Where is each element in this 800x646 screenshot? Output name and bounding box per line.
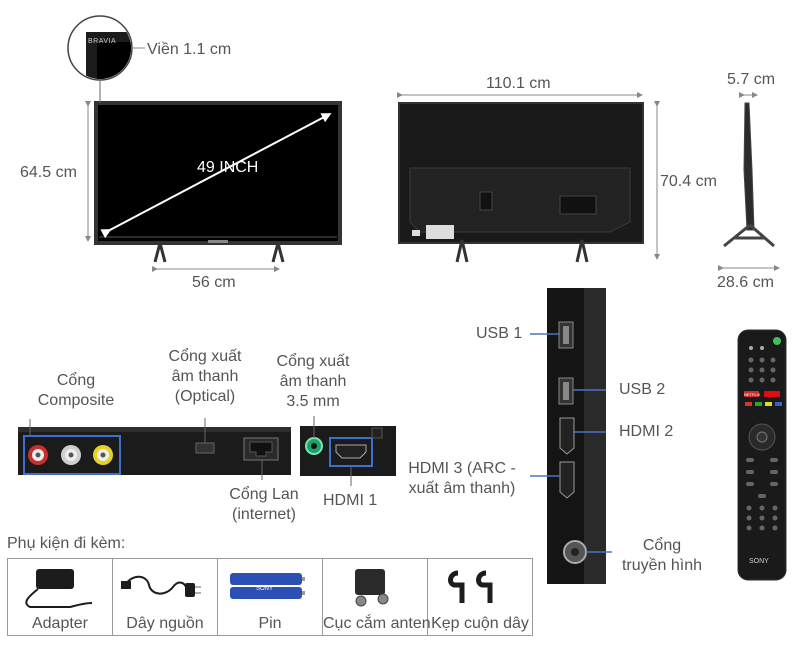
- antenna-plug-icon: [355, 569, 389, 607]
- diagonal-arrow: [100, 113, 332, 239]
- optical-label: Cổng xuất âm thanh (Optical): [168, 348, 242, 405]
- front-stand-left: [153, 242, 167, 263]
- accessory-adapter: Adapter: [8, 559, 113, 635]
- hdmi2-port: [559, 417, 575, 455]
- composite-frame: [23, 435, 121, 475]
- screen-size-label: 49 INCH: [197, 159, 259, 176]
- side-depth-label: 5.7 cm: [727, 71, 776, 88]
- accessory-adapter-label: Adapter: [31, 615, 89, 632]
- hdmi3-port: [559, 461, 575, 499]
- audio-35mm-label: Cổng xuất âm thanh 3.5 mm: [276, 353, 350, 410]
- accessory-antenna-plug: Cục cắm anten: [323, 559, 431, 635]
- power-cord-icon: [121, 575, 201, 597]
- accessory-battery-label: Pin: [258, 615, 282, 632]
- accessory-power-cord: Dây nguồn: [113, 559, 218, 635]
- bezel-label: Viền 1.1 cm: [147, 41, 232, 58]
- hdmi1-strip: [300, 416, 396, 486]
- hdmi3-label: HDMI 3 (ARC - xuất âm thanh): [408, 460, 516, 497]
- remote-control: [737, 329, 787, 581]
- accessory-battery: SONY Pin: [218, 559, 323, 635]
- front-stand-right: [271, 242, 285, 263]
- hdmi2-label: HDMI 2: [619, 423, 674, 440]
- composite-yellow-jack: [93, 445, 113, 465]
- usb1-label: USB 1: [476, 325, 523, 342]
- lan-label: Cổng Lan (internet): [229, 486, 299, 523]
- accessory-power-cord-label: Dây nguồn: [126, 615, 204, 632]
- composite-label: Cổng Composite: [37, 372, 115, 409]
- side-stand-depth-label: 28.6 cm: [717, 274, 774, 291]
- hdmi1-label: HDMI 1: [323, 492, 378, 509]
- composite-white-jack: [61, 445, 81, 465]
- composite-red-jack: [28, 445, 48, 465]
- side-port-panel: [530, 288, 612, 584]
- usb2-label: USB 2: [619, 381, 666, 398]
- accessory-cable-clip: Kẹp cuộn dây: [428, 559, 532, 635]
- accessories-table: Adapter Dây nguồn SONY Pin Cục cắm anten: [7, 558, 533, 636]
- front-tv: [67, 15, 342, 272]
- back-tv: [397, 92, 660, 263]
- remote-brand-text: SONY: [749, 558, 769, 565]
- bottom-port-strip: [18, 418, 291, 480]
- battery-icon: [230, 573, 305, 599]
- back-width-label: 110.1 cm: [486, 75, 551, 92]
- cable-clip-icon: [448, 570, 493, 603]
- remote-netflix-text: NETFLIX: [744, 392, 761, 397]
- bezel-brand-text: BRAVIA: [88, 38, 117, 45]
- antenna-label: Cổng truyền hình: [621, 537, 703, 574]
- front-height-label: 64.5 cm: [20, 164, 77, 181]
- side-tv: [718, 92, 780, 271]
- accessory-antenna-plug-label: Cục cắm anten: [323, 615, 431, 632]
- accessory-cable-clip-label: Kẹp cuộn dây: [431, 615, 529, 632]
- optical-port: [195, 442, 215, 454]
- back-height-label: 70.4 cm: [660, 173, 717, 190]
- adapter-icon: [25, 569, 93, 608]
- battery-brand-text: SONY: [256, 586, 274, 592]
- accessories-title: Phụ kiện đi kèm:: [7, 535, 126, 552]
- front-stand-width-label: 56 cm: [192, 274, 236, 291]
